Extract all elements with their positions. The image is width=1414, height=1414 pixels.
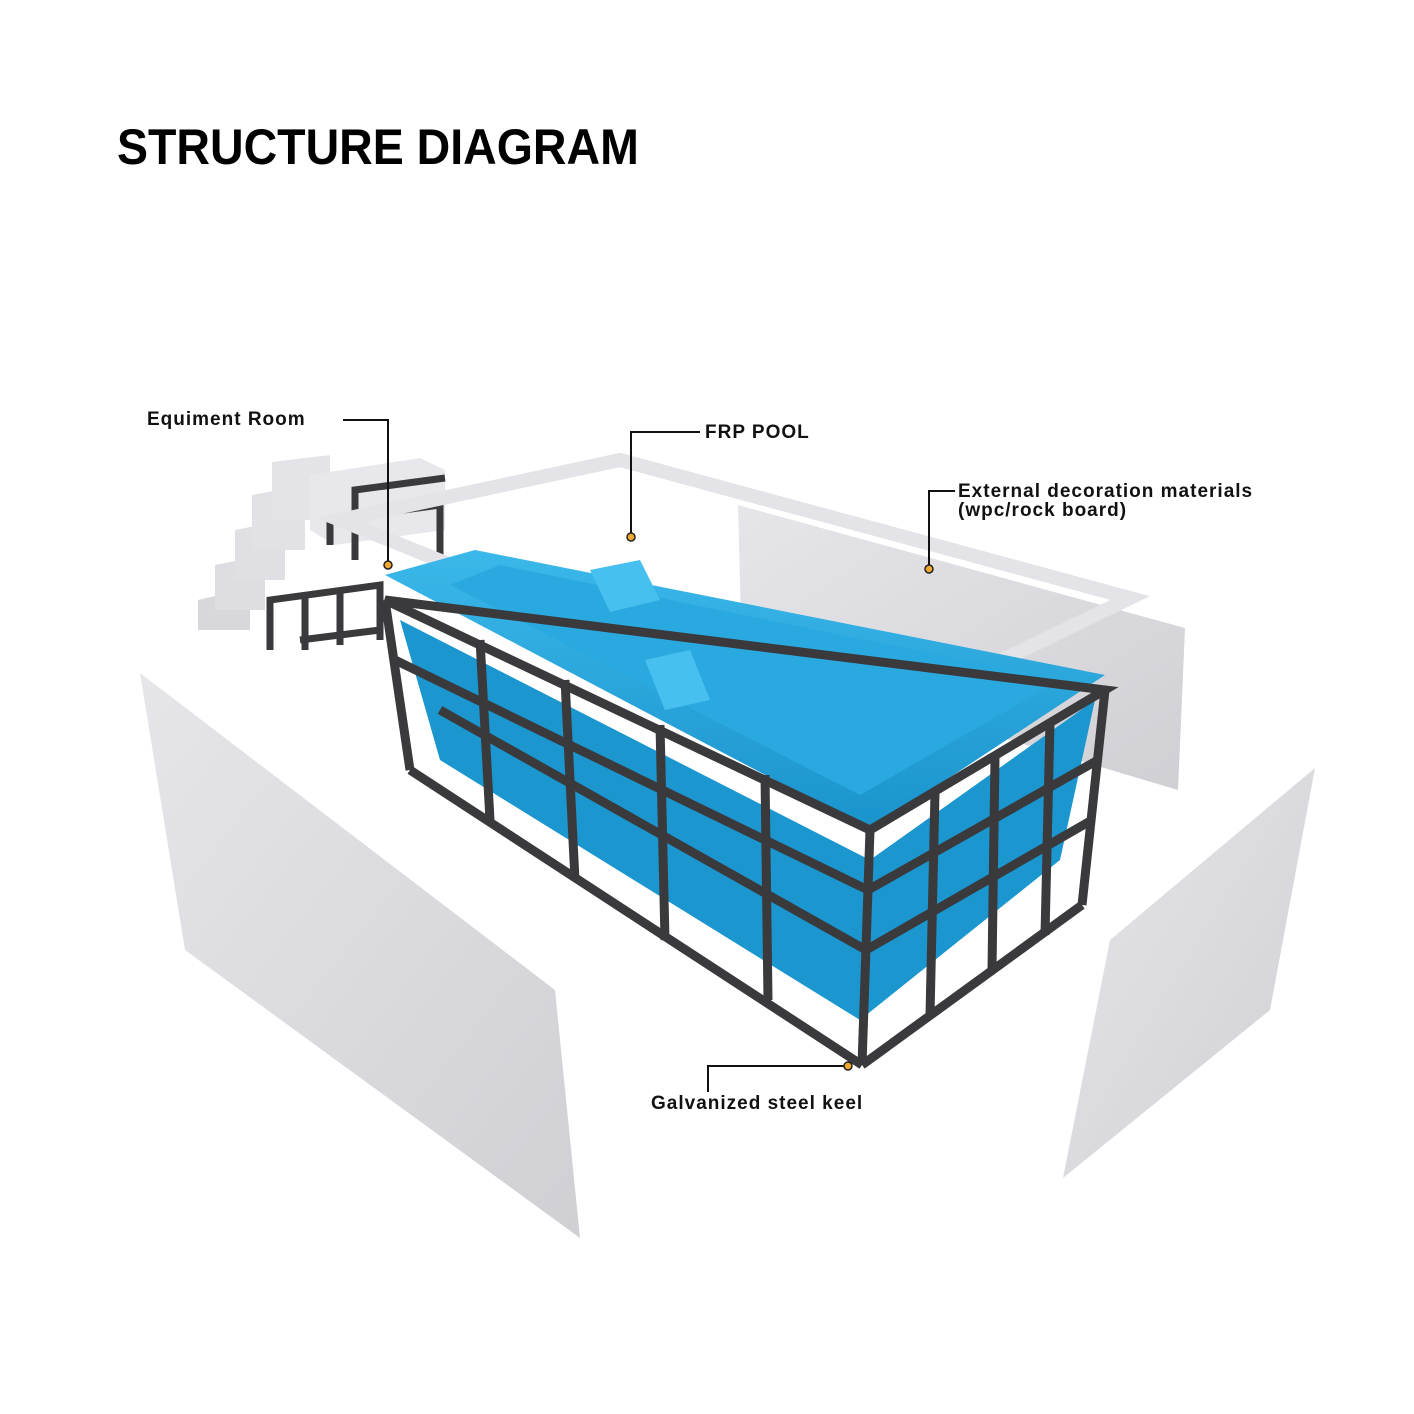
page-title: STRUCTURE DIAGRAM [117,119,639,175]
equipment-room-leader [343,419,389,565]
steel-keel-label: Galvanized steel keel [651,1093,864,1114]
external-decoration-marker [924,564,934,574]
frp-pool-leader [630,431,700,537]
steel-keel-leader [707,1065,848,1092]
equipment-room-frame [266,474,446,650]
pool-steps [590,560,660,612]
external-decoration-sublabel: (wpc/rock board) [958,500,1128,521]
left-decoration-panel [140,673,580,1238]
frp-pool-basin [450,565,1060,795]
equipment-room-label: Equiment Room [147,409,306,430]
external-decoration-leader [928,490,955,569]
external-decoration-label: External decoration materials [958,481,1254,502]
equipment-room-marker [383,560,393,570]
frp-pool-marker [626,532,636,542]
galvanized-steel-frame [380,595,1119,1069]
right-decoration-panel [1063,768,1315,1178]
pool-bench [645,650,710,710]
frp-pool-label: FRP POOL [705,422,810,443]
steel-keel-marker [843,1061,853,1071]
